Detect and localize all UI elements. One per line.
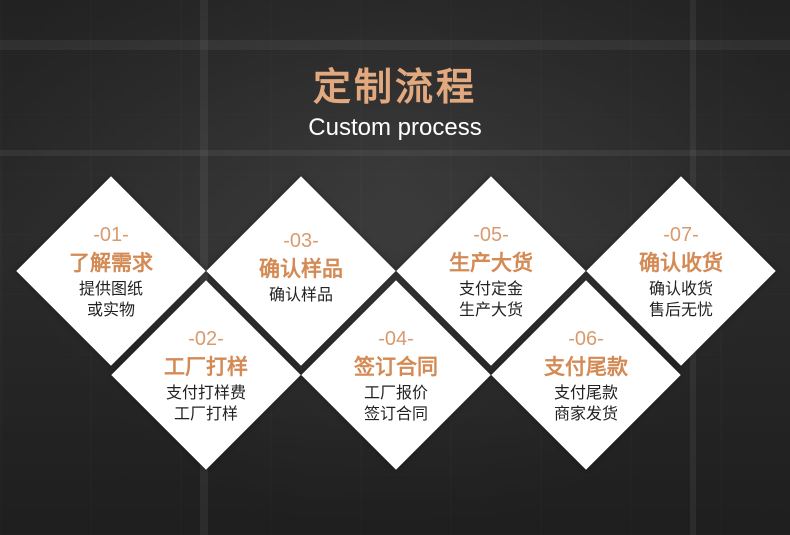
step-desc-line: 工厂打样 [173, 404, 238, 423]
step-card-02: -02- 工厂打样 支付打样费 工厂打样 [111, 280, 301, 470]
step-desc-line: 支付打样费 [165, 383, 246, 402]
step-card-04: -04- 签订合同 工厂报价 签订合同 [301, 280, 491, 470]
step-title: 工厂打样 [164, 355, 248, 379]
step-title: 生产大货 [449, 251, 533, 275]
background-beam [0, 150, 790, 156]
step-number: -06- [568, 328, 604, 350]
step-card-06: -06- 支付尾款 支付尾款 商家发货 [491, 280, 681, 470]
step-number: -04- [378, 328, 414, 350]
step-card-03: -03- 确认样品 确认样品 [206, 176, 396, 366]
step-desc-line: 提供图纸 [78, 279, 143, 298]
step-number: -07- [663, 224, 699, 246]
step-desc-line: 工厂报价 [363, 383, 428, 402]
step-desc-line: 确认样品 [268, 285, 333, 304]
step-title: 支付尾款 [544, 355, 628, 379]
step-card-01: -01- 了解需求 提供图纸 或实物 [16, 176, 206, 366]
step-desc-line: 支付尾款 [553, 383, 618, 402]
page-title: 定制流程 [312, 65, 477, 109]
step-card-05: -05- 生产大货 支付定金 生产大货 [396, 176, 586, 366]
step-number: -03- [283, 230, 319, 252]
background-beam [0, 40, 790, 50]
background-beam [200, 0, 208, 535]
step-number: -02- [188, 328, 224, 350]
step-desc-line: 确认收货 [648, 279, 713, 298]
step-number: -05- [473, 224, 509, 246]
step-desc-line: 签订合同 [363, 404, 428, 423]
step-desc-line: 售后无忧 [648, 300, 713, 319]
page-subtitle: Custom process [308, 114, 482, 141]
step-title: 了解需求 [69, 251, 153, 275]
step-card-07: -07- 确认收货 确认收货 售后无忧 [586, 176, 776, 366]
step-desc-line: 生产大货 [458, 300, 523, 319]
step-title: 签订合同 [354, 355, 438, 379]
step-title: 确认样品 [259, 257, 343, 281]
step-desc-line: 或实物 [86, 300, 135, 319]
step-desc-line: 支付定金 [458, 279, 523, 298]
step-desc-line: 商家发货 [553, 404, 618, 423]
step-number: -01- [93, 224, 129, 246]
step-title: 确认收货 [639, 251, 723, 275]
